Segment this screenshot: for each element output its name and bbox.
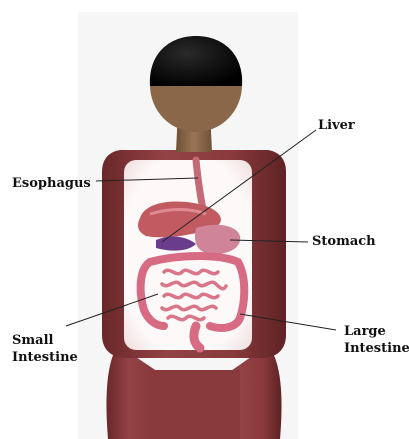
small-intestine-label-line1: Small [12, 333, 53, 349]
liver-label: Liver [318, 118, 355, 134]
large-intestine-label-line1: Large [344, 324, 386, 340]
esophagus-label: Esophagus [12, 176, 91, 192]
stomach-label: Stomach [312, 234, 376, 250]
small-intestine-label-line2: Intestine [12, 350, 78, 366]
pelvis [150, 370, 240, 439]
large-intestine-label-line2: Intestine [344, 341, 409, 357]
